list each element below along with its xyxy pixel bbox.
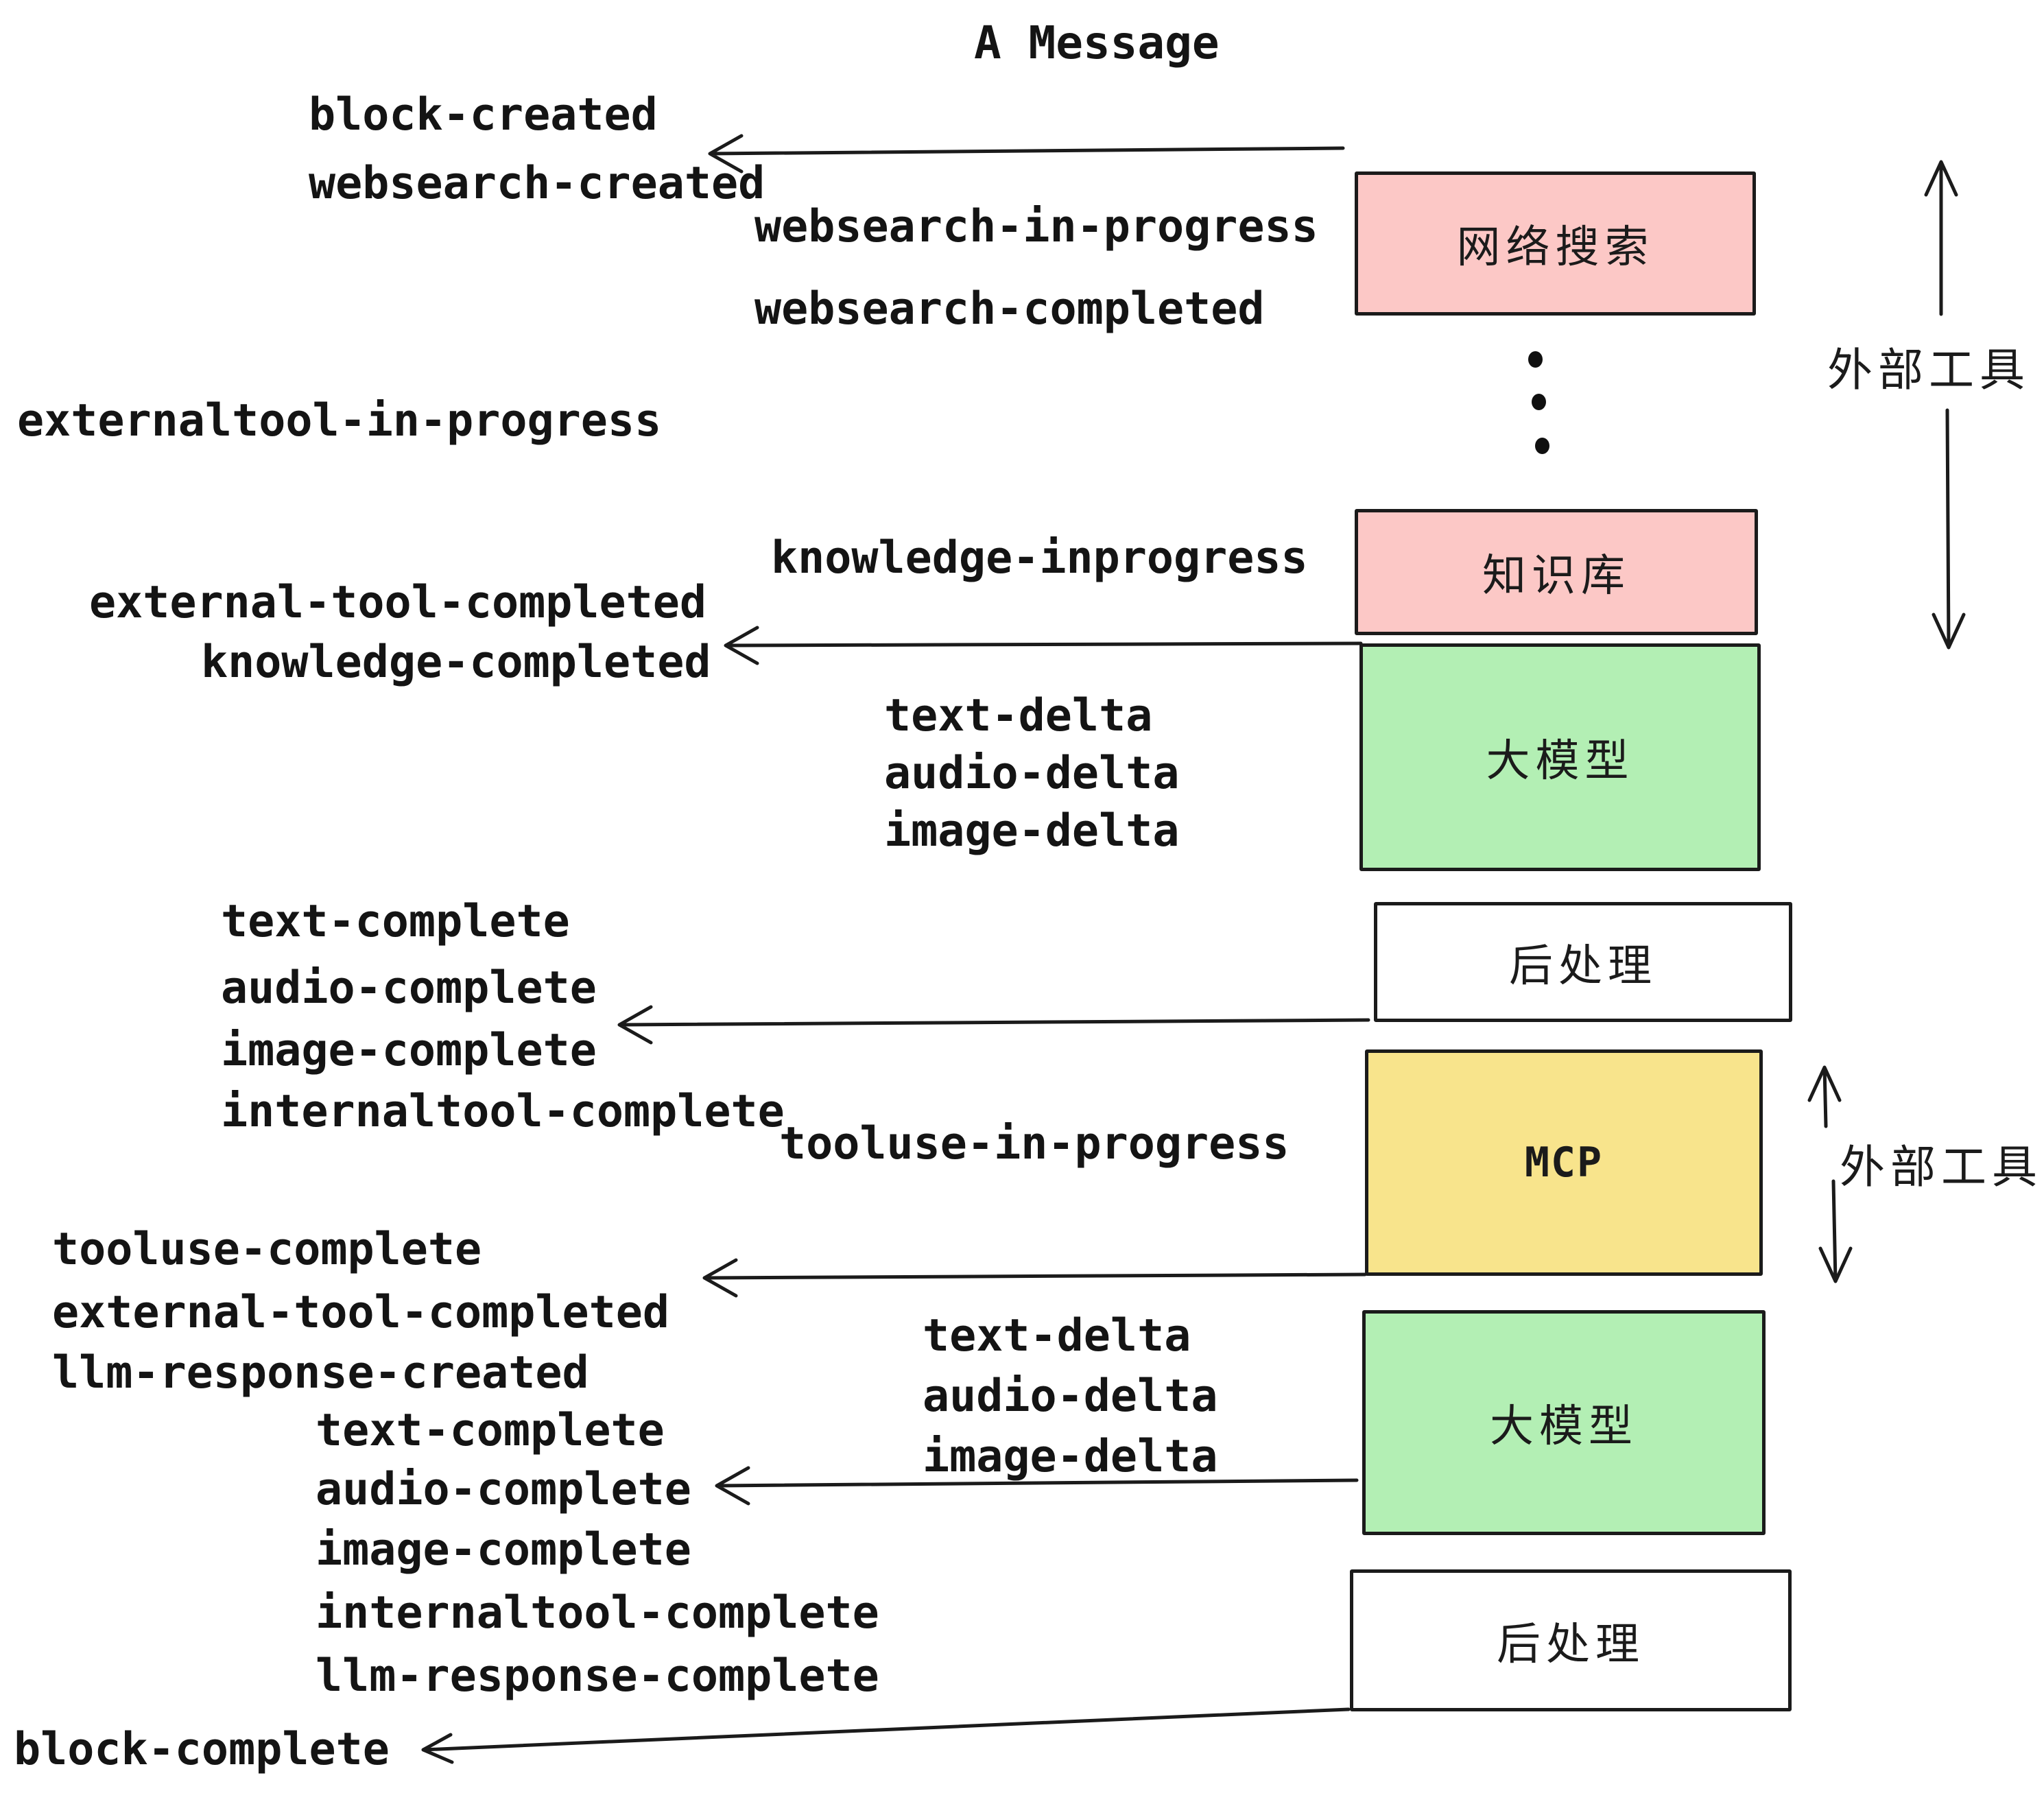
- external-tool-down-arrow-top: [1932, 408, 1966, 650]
- event-image-complete-1: image-complete: [221, 1025, 597, 1076]
- event-tooluse-complete: tooluse-complete: [52, 1224, 482, 1275]
- event-text-delta-1: text-delta: [884, 690, 1153, 741]
- node-mcp: MCP: [1365, 1049, 1763, 1276]
- node-knowledge: 知识库: [1355, 509, 1758, 635]
- external-tools-label-mcp: 外部工具: [1840, 1141, 2043, 1194]
- node-postprocess-1: 后处理: [1374, 902, 1792, 1022]
- node-postprocess-2: 后处理: [1350, 1569, 1792, 1711]
- event-knowledge-completed: knowledge-completed: [201, 637, 711, 688]
- event-image-delta-1: image-delta: [884, 805, 1180, 857]
- event-knowledge-inprogress: knowledge-inprogress: [771, 532, 1308, 584]
- event-externaltool-in-progress: externaltool-in-progress: [17, 395, 662, 447]
- event-image-delta-2: image-delta: [923, 1431, 1218, 1482]
- node-llm-2: 大模型: [1362, 1310, 1766, 1535]
- external-tool-up-arrow-top: [1924, 160, 1958, 316]
- event-audio-complete-1: audio-complete: [221, 962, 597, 1014]
- node-websearch: 网络搜索: [1355, 171, 1756, 316]
- event-text-complete-2: text-complete: [316, 1405, 665, 1456]
- external-tools-label-top: 外部工具: [1827, 344, 2030, 396]
- event-text-complete-1: text-complete: [221, 896, 570, 947]
- event-block-complete: block-complete: [14, 1724, 390, 1775]
- node-websearch-label: 网络搜索: [1456, 222, 1654, 273]
- ellipsis-dot: [1528, 351, 1543, 368]
- node-llm-1: 大模型: [1359, 643, 1761, 871]
- event-block-created: block-created: [309, 89, 658, 141]
- event-audio-delta-2: audio-delta: [923, 1370, 1218, 1422]
- node-mcp-label: MCP: [1524, 1139, 1604, 1187]
- node-llm-2-label: 大模型: [1490, 1401, 1638, 1452]
- node-postprocess-1-label: 后处理: [1509, 940, 1657, 992]
- event-external-tool-completed-1: external-tool-completed: [89, 577, 707, 628]
- event-llm-response-complete: llm-response-complete: [316, 1650, 879, 1702]
- event-text-delta-2: text-delta: [923, 1310, 1191, 1362]
- arrow-to-block-created: [708, 134, 1345, 174]
- node-postprocess-2-label: 后处理: [1497, 1619, 1645, 1670]
- event-internaltool-complete-2: internaltool-complete: [316, 1587, 879, 1639]
- event-external-tool-completed-2: external-tool-completed: [52, 1287, 670, 1338]
- diagram-title: A Message: [974, 16, 1220, 69]
- ellipsis-dot: [1535, 438, 1549, 454]
- external-tool-up-arrow-mcp: [1807, 1065, 1842, 1128]
- event-audio-delta-1: audio-delta: [884, 748, 1180, 799]
- arrow-to-knowledge-completed: [724, 626, 1363, 665]
- node-knowledge-label: 知识库: [1482, 551, 1630, 602]
- arrow-to-image-complete: [617, 1005, 1370, 1045]
- ellipsis-dot: [1532, 394, 1546, 410]
- arrow-to-block-complete: [421, 1707, 1351, 1764]
- event-image-complete-2: image-complete: [316, 1524, 691, 1576]
- event-llm-response-created: llm-response-created: [52, 1347, 589, 1399]
- event-websearch-completed: websearch-completed: [754, 283, 1265, 335]
- event-tooluse-in-progress: tooluse-in-progress: [779, 1118, 1290, 1170]
- event-websearch-in-progress: websearch-in-progress: [754, 201, 1318, 252]
- event-audio-complete-2: audio-complete: [316, 1464, 691, 1515]
- event-internaltool-complete-1: internaltool-complete: [221, 1086, 785, 1137]
- node-llm-1-label: 大模型: [1486, 736, 1635, 787]
- event-websearch-created: websearch-created: [309, 158, 765, 209]
- arrow-to-tooluse-complete: [702, 1258, 1367, 1298]
